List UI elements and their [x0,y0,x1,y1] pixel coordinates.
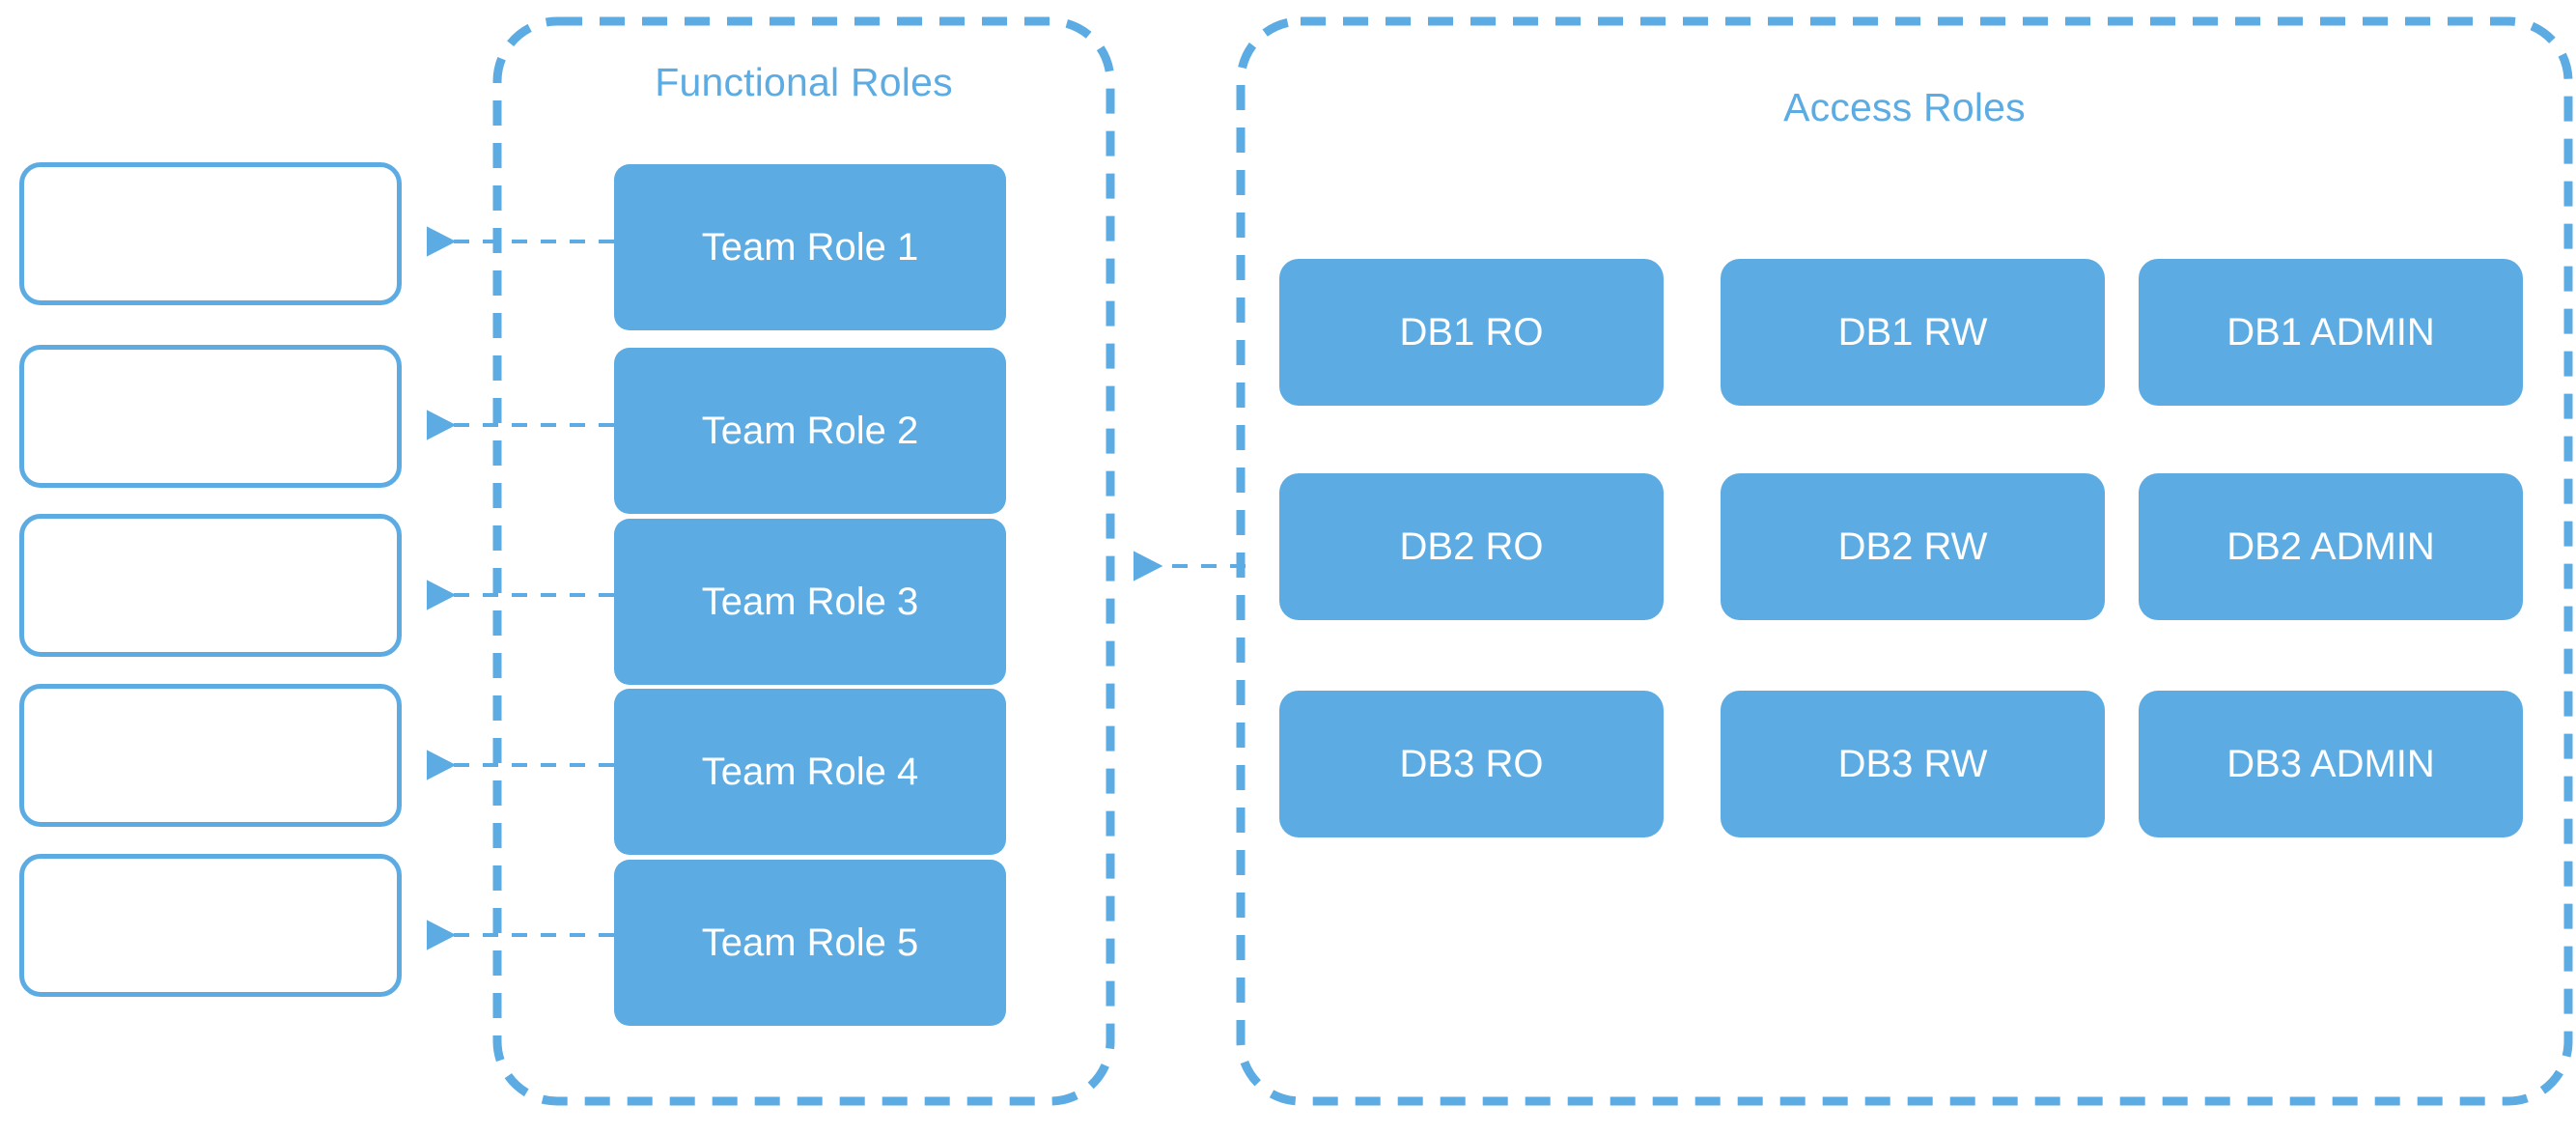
user-group-box[interactable] [19,514,402,657]
user-group-box[interactable] [19,345,402,488]
functional-role-box[interactable]: Team Role 5 [614,860,1006,1026]
functional-role-box[interactable]: Team Role 1 [614,164,1006,330]
functional-role-box[interactable]: Team Role 3 [614,519,1006,685]
access-role-box[interactable]: DB2 RW [1721,473,2105,620]
access-role-box[interactable]: DB2 ADMIN [2139,473,2523,620]
access-role-box[interactable]: DB3 RO [1279,691,1664,837]
access-role-box[interactable]: DB2 RO [1279,473,1664,620]
user-group-box[interactable] [19,162,402,305]
title-access-roles: Access Roles [1783,85,2026,129]
title-functional-roles: Functional Roles [655,60,953,104]
access-role-box[interactable]: DB1 RW [1721,259,2105,406]
user-group-box[interactable] [19,854,402,997]
connectors-layer [427,226,1246,950]
access-role-box[interactable]: DB3 RW [1721,691,2105,837]
containers-layer [492,16,2573,1106]
access-role-box[interactable]: DB1 ADMIN [2139,259,2523,406]
access-role-box[interactable]: DB1 RO [1279,259,1664,406]
functional-role-box[interactable]: Team Role 4 [614,689,1006,855]
functional-role-box[interactable]: Team Role 2 [614,348,1006,514]
user-group-box[interactable] [19,684,402,827]
container-functional-roles [492,16,1115,1106]
access-role-box[interactable]: DB3 ADMIN [2139,691,2523,837]
container-access-roles [1236,16,2573,1106]
